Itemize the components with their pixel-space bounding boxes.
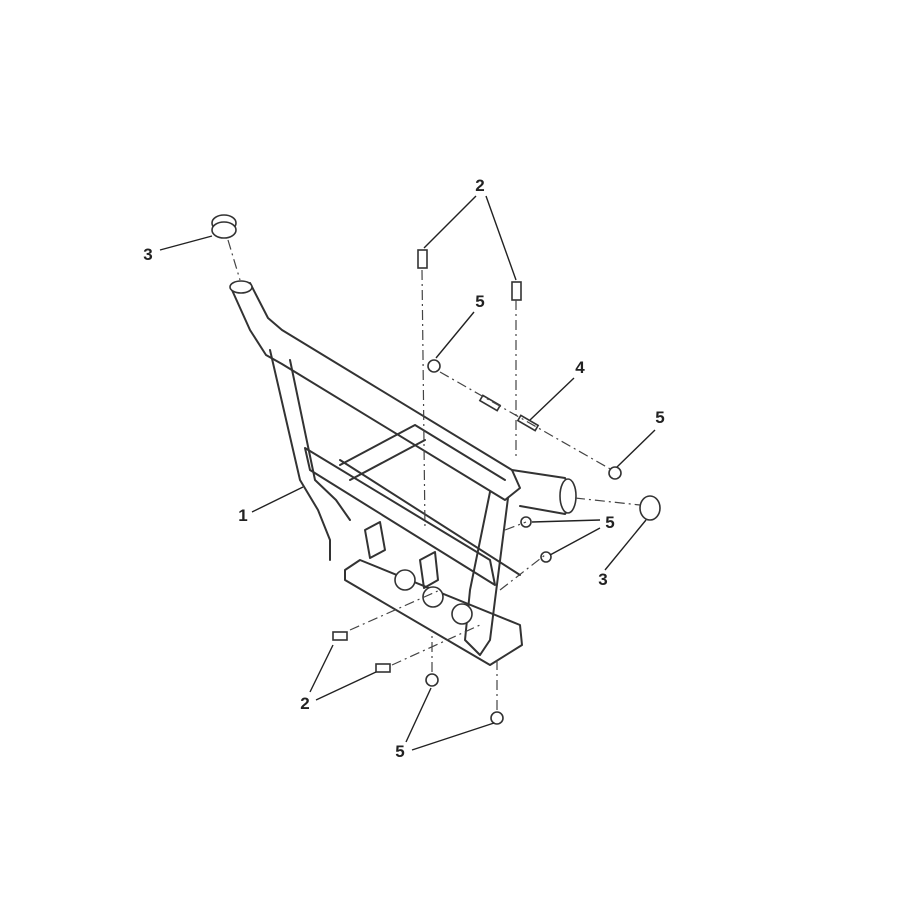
assembly-lines xyxy=(227,239,641,710)
callout-5-nuts-mid: 5 xyxy=(605,513,615,532)
callout-5-nut-top: 5 xyxy=(475,292,485,311)
callout-3-grommet-right: 3 xyxy=(598,570,608,589)
callout-2-bolts-top: 2 xyxy=(475,176,485,195)
bolt-2-top-left xyxy=(417,249,428,269)
bolt-2-bottom-a xyxy=(332,631,348,641)
callout-2-bolts-bottom: 2 xyxy=(300,694,310,713)
leader-lines xyxy=(159,195,656,751)
nut-5-bottom-b xyxy=(490,711,504,725)
nut-5-mid-b xyxy=(540,551,552,563)
callout-1-bumper: 1 xyxy=(238,506,248,525)
nut-5-right xyxy=(608,466,622,480)
grommet-3-left xyxy=(211,214,237,239)
bumper-frame xyxy=(229,280,577,666)
tube-end-right xyxy=(559,478,577,514)
callout-4-bolts: 4 xyxy=(575,358,585,377)
bolt-2-top-right xyxy=(511,281,522,301)
bolt-4-b xyxy=(516,414,540,432)
grommet-3-right xyxy=(639,495,661,521)
tube-end-left xyxy=(229,280,253,294)
bolt-2-bottom-b xyxy=(375,663,391,673)
callout-5-nut-right: 5 xyxy=(655,408,665,427)
callout-5-nuts-bottom: 5 xyxy=(395,742,405,761)
bolt-4-a xyxy=(478,394,502,412)
nut-5-top xyxy=(427,359,441,373)
callout-3-grommet-left: 3 xyxy=(143,245,153,264)
nut-5-bottom-a xyxy=(425,673,439,687)
